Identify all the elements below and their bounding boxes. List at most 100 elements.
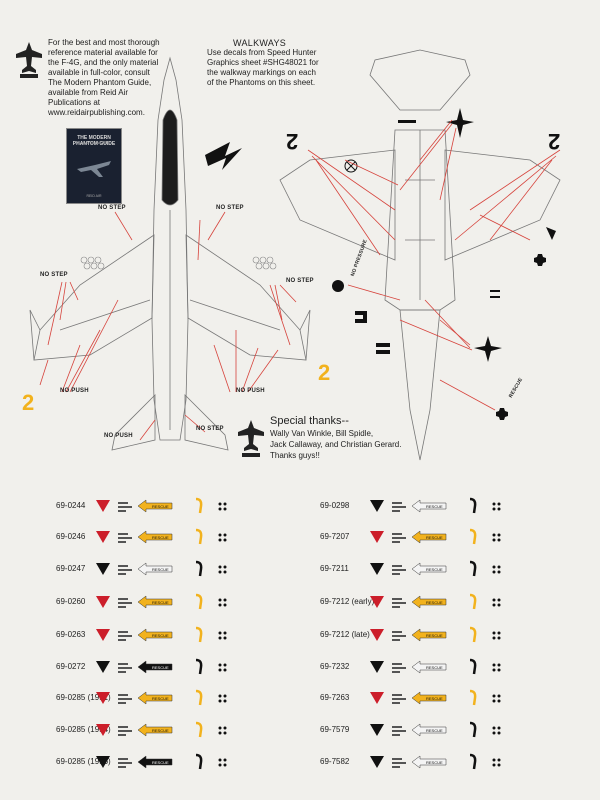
rescue-arrow-icon <box>411 499 447 513</box>
aircraft-serial: 69-0298 <box>320 501 350 510</box>
stencil-text-block <box>118 533 132 543</box>
squadron-badge-icon <box>96 724 110 736</box>
stencil-text-block <box>118 694 132 704</box>
squadron-badge-icon <box>370 692 384 704</box>
squadron-badge-icon <box>96 531 110 543</box>
reference-line: reference material available for <box>48 48 158 57</box>
canopy-stripe-icon <box>469 528 477 545</box>
canopy-stripe-icon <box>195 753 203 770</box>
aircraft-serial: 69-7212 (early) <box>320 597 375 606</box>
reference-line: the F-4G, and the only material <box>48 58 159 67</box>
rescue-arrow-icon <box>137 595 173 609</box>
rescue-label: RESCUE <box>426 696 443 701</box>
decal-set: RESCUE <box>370 497 501 514</box>
book-title: THE MODERN PHANTOM GUIDE <box>72 135 116 147</box>
no-push-label: NO PUSH <box>60 388 89 394</box>
top-view-airframe <box>29 56 311 451</box>
rescue-label: RESCUE <box>426 760 443 765</box>
stencil-text-block <box>118 758 132 768</box>
stencil-text-block <box>118 726 132 736</box>
aircraft-serial: 69-0260 <box>56 597 86 606</box>
aircraft-serial: 69-7212 (late) <box>320 630 370 639</box>
marker-dots <box>218 663 227 672</box>
squadron-badge-icon <box>96 692 110 704</box>
black-gear-icon <box>496 408 508 420</box>
rescue-arrow-icon <box>411 628 447 642</box>
marker-dots <box>492 758 501 767</box>
canopy-stripe-icon <box>195 689 203 706</box>
special-thanks-line: Jack Callaway, and Christian Gerard. <box>270 440 402 449</box>
reference-link[interactable]: www.reidairpublishing.com. <box>48 108 145 117</box>
squadron-badge-icon <box>96 629 110 641</box>
aircraft-serial: 69-0246 <box>56 532 86 541</box>
rescue-arrow-icon <box>411 595 447 609</box>
no-push-label: NO PUSH <box>236 388 265 394</box>
rescue-label: RESCUE <box>152 535 169 540</box>
stencil-text-block <box>392 758 406 768</box>
hex-walkway-pattern-right <box>252 256 277 270</box>
canopy-stripe-icon <box>469 689 477 706</box>
rescue-arrow-icon <box>411 530 447 544</box>
aircraft-serial: 69-7579 <box>320 725 350 734</box>
decal-set: RESCUE <box>96 721 227 738</box>
aircraft-serial: 69-7582 <box>320 757 350 766</box>
rescue-label: RESCUE <box>152 696 169 701</box>
black-number-2-left: 2 <box>286 129 299 154</box>
stencil-text-block <box>392 502 406 512</box>
squadron-badge-icon <box>96 563 110 575</box>
marker-dots <box>218 726 227 735</box>
rescue-label: RESCUE <box>152 633 169 638</box>
squadron-badge-icon <box>370 756 384 768</box>
stencil-text-block <box>392 726 406 736</box>
decal-set: RESCUE <box>370 721 501 738</box>
bottom-view-diagram <box>279 49 561 461</box>
canopy-stripe-icon <box>469 560 477 577</box>
squadron-badge-icon <box>96 500 110 512</box>
rescue-arrow-icon <box>137 755 173 769</box>
aircraft-serial: 69-0285 (1994) <box>56 725 111 734</box>
aircraft-serial: 69-0272 <box>56 662 86 671</box>
decal-set: RESCUE <box>96 689 227 706</box>
rescue-label: RESCUE <box>426 728 443 733</box>
decal-set: RESCUE <box>370 560 501 577</box>
stencil-text-block <box>118 502 132 512</box>
bottom-view-airframe <box>279 49 561 461</box>
no-push-label: NO PUSH <box>104 433 133 439</box>
decal-set: RESCUE <box>96 528 227 545</box>
yellow-number-2-left: 2 <box>22 390 35 415</box>
squadron-badge-icon <box>96 756 110 768</box>
rescue-label: RESCUE <box>426 535 443 540</box>
rescue-arrow-icon <box>411 660 447 674</box>
decal-set: RESCUE <box>96 560 227 577</box>
rescue-label: RESCUE <box>152 760 169 765</box>
stencil-text-block <box>118 663 132 673</box>
decal-set: RESCUE <box>370 626 501 643</box>
special-thanks-line: Wally Van Winkle, Bill Spidle, <box>270 429 374 438</box>
decal-set: RESCUE <box>96 753 227 770</box>
rescue-label: RESCUE <box>426 567 443 572</box>
reference-line: For the best and most thorough <box>48 38 160 47</box>
squadron-badge-icon <box>370 531 384 543</box>
book-aircraft-image <box>77 161 111 177</box>
reference-line: The Modern Phantom Guide, <box>48 78 152 87</box>
bottom-view-leader-lines <box>307 119 561 411</box>
stencil-text-block <box>392 663 406 673</box>
decal-set: RESCUE <box>96 593 227 610</box>
stencil-text-block <box>392 631 406 641</box>
rescue-label: RESCUE <box>426 665 443 670</box>
rescue-label: RESCUE <box>152 600 169 605</box>
squadron-badge-icon <box>370 563 384 575</box>
walkways-title: WALKWAYS <box>233 38 287 48</box>
decal-set: RESCUE <box>370 593 501 610</box>
marker-dots <box>218 758 227 767</box>
canopy-stripe-icon <box>195 626 203 643</box>
rescue-arrow-icon <box>137 499 173 513</box>
reference-line: Publications at <box>48 98 101 107</box>
canopy-stripe-icon <box>195 497 203 514</box>
rescue-label: RESCUE <box>426 504 443 509</box>
rescue-label: RESCUE <box>426 633 443 638</box>
phantom-guide-book-cover: THE MODERN PHANTOM GUIDE F-4G WILD WEASE… <box>66 128 122 204</box>
top-view-diagram <box>29 56 311 451</box>
rescue-arrow-icon <box>411 691 447 705</box>
